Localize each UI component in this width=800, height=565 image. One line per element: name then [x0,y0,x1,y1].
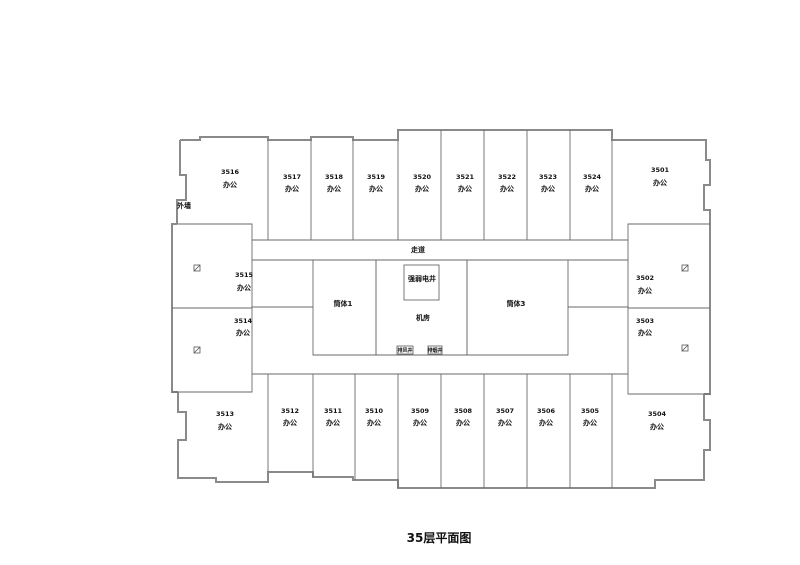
bottom-row-partitions [252,373,628,488]
room-number: 3518 [325,173,344,181]
room-use: 办公 [650,422,664,431]
room-use: 办公 [415,184,429,193]
room-number: 3501 [651,166,670,174]
room-use: 办公 [413,418,427,427]
shaft-left-label: 排风井 [397,347,412,354]
room-use: 办公 [285,184,299,193]
room-number: 3520 [413,173,432,181]
room-use: 办公 [237,283,251,292]
room-number: 3512 [281,407,299,415]
room-number: 3513 [216,410,234,418]
core3-label: 筒体3 [507,299,526,308]
machine-room-label: 机房 [416,313,430,322]
room-use: 办公 [283,418,297,427]
outer-wall-bottom [177,392,711,489]
room-number: 3510 [365,407,384,415]
room-use: 办公 [327,184,341,193]
room-number: 3502 [636,274,654,282]
room-number: 3509 [411,407,430,415]
top-row-partitions [177,130,710,241]
room-use: 办公 [583,418,597,427]
core-3 [466,259,569,356]
room-use: 办公 [500,184,514,193]
room-number: 3503 [636,317,654,325]
room-number: 3519 [367,173,386,181]
room-use: 办公 [539,418,553,427]
room-use: 办公 [541,184,555,193]
corridor-label: 走道 [411,245,425,254]
shaft-right [427,345,443,355]
room-number: 3515 [235,271,254,279]
room-number: 3517 [283,173,301,181]
outer-wall-top-left [176,140,187,224]
room-number: 3505 [581,407,600,415]
room-use: 办公 [367,418,381,427]
room-number: 3507 [496,407,514,415]
room-number: 3522 [498,173,516,181]
room-use: 办公 [458,184,472,193]
corridor-structure [172,240,710,395]
room-number: 3524 [583,173,602,181]
room-use: 办公 [223,180,237,189]
room-use: 办公 [638,328,652,337]
room-use: 办公 [369,184,383,193]
shaft-left [396,345,414,355]
room-use: 办公 [326,418,340,427]
room-use: 办公 [236,328,250,337]
shaft-right-label: 排烟井 [427,347,442,354]
room-use: 办公 [456,418,470,427]
elec-shaft [403,264,440,301]
room-number: 3511 [324,407,343,415]
room-use: 办公 [653,178,667,187]
room-number: 3508 [454,407,473,415]
room-number: 3514 [234,317,253,325]
column-markers [193,264,689,354]
room-use: 办公 [218,422,232,431]
room-number: 3521 [456,173,475,181]
elec-shaft-label: 强弱电井 [408,274,436,283]
room-number: 3523 [539,173,557,181]
outer-wall-top [180,129,711,224]
outer-wall-right [704,224,711,395]
room-use: 办公 [498,418,512,427]
core1-label: 筒体1 [334,299,353,308]
plan-title: 35层平面图 [407,531,472,545]
room-use: 办公 [585,184,599,193]
room-number: 3506 [537,407,556,415]
room-number: 3504 [648,410,667,418]
room-number: 3516 [221,168,240,176]
wall-label: 外墙 [177,201,191,210]
room-use: 办公 [638,286,652,295]
